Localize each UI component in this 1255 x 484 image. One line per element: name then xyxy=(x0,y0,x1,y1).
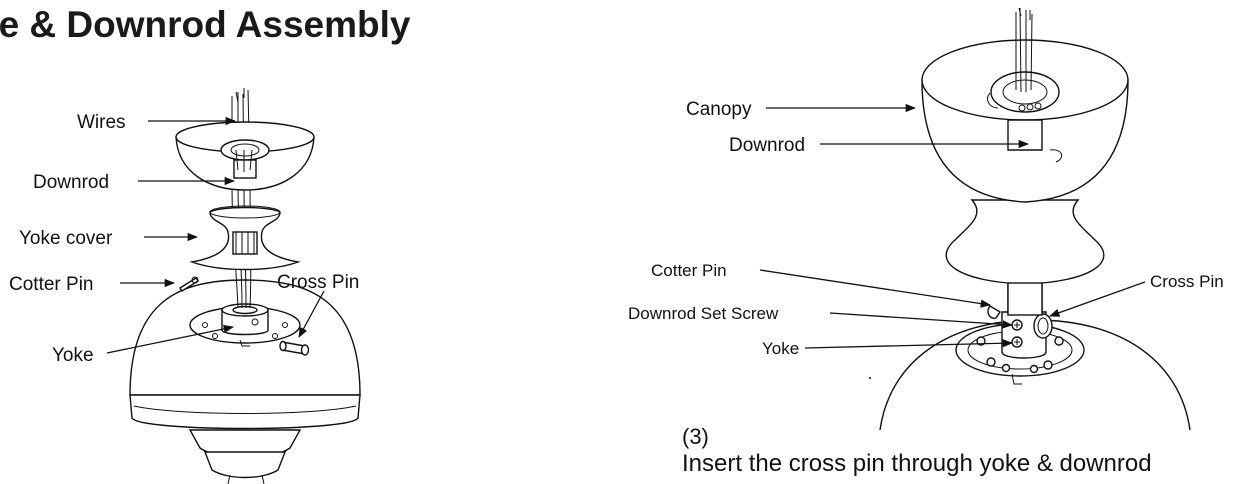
wires-bundle-right xyxy=(1015,7,1033,93)
right-assembly-illustration xyxy=(759,7,1191,431)
cotter-pin-part-right xyxy=(987,305,1001,319)
label-downrod-right: Downrod xyxy=(729,135,805,156)
label-yoke-cover: Yoke cover xyxy=(19,228,113,249)
leader-downrod-set-screw xyxy=(829,312,1014,329)
step-instruction: Insert the cross pin through yoke & down… xyxy=(682,450,1152,477)
yoke-part xyxy=(221,303,269,336)
leader-cross-pin xyxy=(298,290,325,338)
leader-yoke xyxy=(106,324,235,354)
stray-dot xyxy=(869,377,871,379)
label-cotter-pin-right: Cotter Pin xyxy=(651,261,727,280)
label-cross-pin: Cross Pin xyxy=(277,272,359,293)
leader-yoke-right xyxy=(804,339,1014,349)
label-canopy: Canopy xyxy=(686,99,752,120)
label-cotter-pin: Cotter Pin xyxy=(9,274,93,295)
step-number: (3) xyxy=(682,424,709,449)
canopy-part xyxy=(175,121,315,191)
label-downrod-set-screw: Downrod Set Screw xyxy=(628,304,779,323)
label-yoke-right: Yoke xyxy=(762,339,799,358)
page-title: ke & Downrod Assembly xyxy=(0,4,411,45)
label-cross-pin-right: Cross Pin xyxy=(1150,272,1224,291)
leader-cross-pin-right xyxy=(1049,281,1146,317)
yoke-cover-part xyxy=(189,205,301,271)
cotter-pin-part xyxy=(179,276,199,292)
leader-cotter-pin-right xyxy=(759,269,992,308)
cross-pin-part xyxy=(279,340,310,356)
yoke-cover-right xyxy=(945,199,1105,285)
label-wires: Wires xyxy=(77,112,126,133)
motor-housing xyxy=(129,279,361,484)
left-assembly-illustration xyxy=(106,88,361,484)
canopy-part-right xyxy=(921,39,1129,203)
label-yoke: Yoke xyxy=(52,345,94,366)
label-downrod: Downrod xyxy=(33,172,109,193)
cross-pin-part-right xyxy=(1033,313,1053,339)
